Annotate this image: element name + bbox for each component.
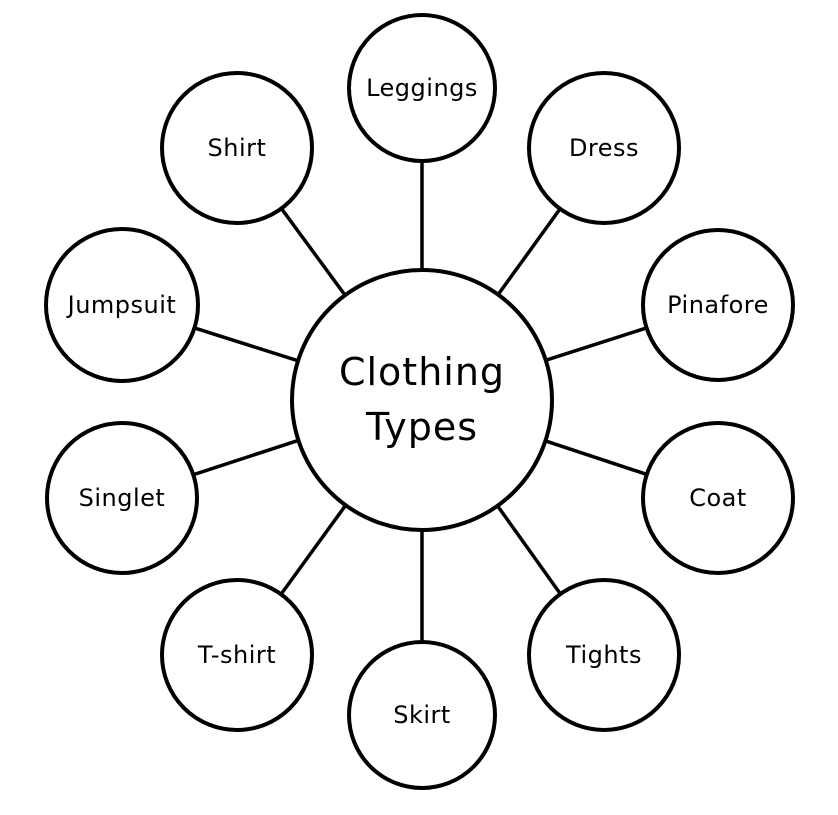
node-label-pinafore: Pinafore — [667, 291, 769, 319]
node-pinafore: Pinafore — [641, 228, 795, 382]
center-label-line1: Clothing — [338, 349, 506, 394]
center-node-clothing-types: Clothing Types — [290, 268, 554, 532]
node-coat: Coat — [641, 421, 795, 575]
node-tshirt: T-shirt — [160, 578, 314, 732]
node-label-shirt: Shirt — [207, 134, 267, 162]
node-label-jumpsuit: Jumpsuit — [67, 291, 177, 319]
node-label-skirt: Skirt — [393, 701, 451, 729]
center-label-line2: Types — [365, 405, 479, 449]
node-jumpsuit: Jumpsuit — [44, 227, 200, 383]
node-label-tights: Tights — [566, 641, 642, 669]
node-shirt: Shirt — [160, 71, 314, 225]
node-dress: Dress — [527, 71, 681, 225]
node-label-coat: Coat — [689, 484, 747, 512]
node-tights: Tights — [527, 578, 681, 732]
node-skirt: Skirt — [347, 640, 497, 790]
node-label-tshirt: T-shirt — [197, 641, 277, 669]
node-singlet: Singlet — [45, 421, 199, 575]
node-leggings: Leggings — [347, 13, 497, 163]
node-label-leggings: Leggings — [366, 74, 478, 102]
node-label-dress: Dress — [568, 134, 640, 162]
node-label-singlet: Singlet — [78, 484, 166, 512]
